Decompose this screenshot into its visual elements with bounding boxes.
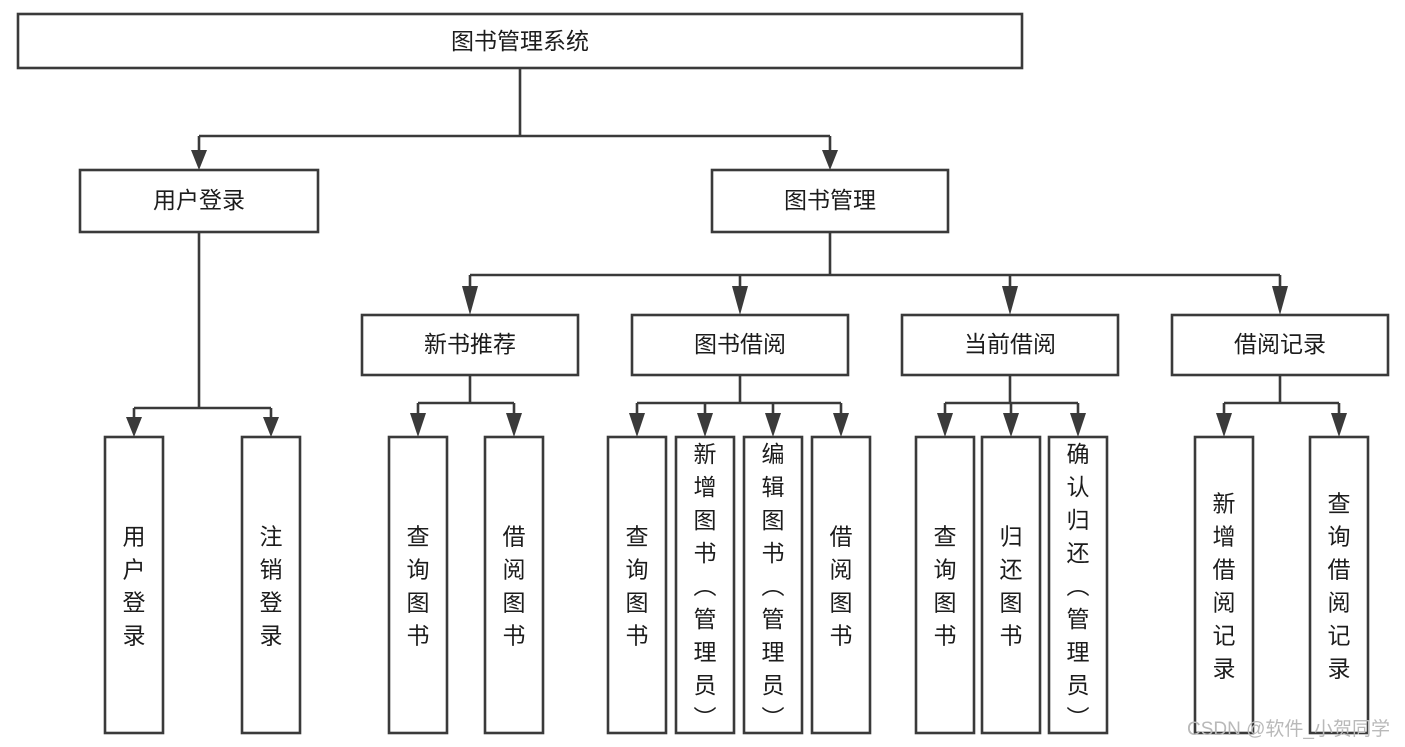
node-leaf-add-book[interactable]: 新增图书︵管理员︶ bbox=[674, 435, 736, 735]
node-user-login[interactable]: 用户登录 bbox=[78, 168, 320, 234]
node-leaf-edit-book-label: 编辑图书︵管理员︶ bbox=[762, 441, 785, 731]
node-leaf-borrow-book-1-box[interactable] bbox=[483, 435, 545, 735]
node-book-borrow-box[interactable] bbox=[630, 313, 850, 377]
node-current-borrow-label: 当前借阅 bbox=[964, 331, 1056, 357]
arrow-head-leaf-query-record bbox=[1331, 413, 1347, 437]
node-book-borrow-label: 图书借阅 bbox=[694, 331, 786, 357]
arrow-head-current-borrow bbox=[1002, 286, 1018, 315]
node-leaf-add-book-label: 新增图书︵管理员︶ bbox=[694, 441, 717, 731]
node-leaf-query-book-1-box[interactable] bbox=[387, 435, 449, 735]
node-leaf-return-book-box[interactable] bbox=[980, 435, 1042, 735]
node-leaf-borrow-book-2-label: 借阅图书 bbox=[830, 524, 853, 649]
node-leaf-confirm-return-box[interactable] bbox=[1047, 435, 1109, 735]
arrow-head-leaf-borrow-book-1 bbox=[506, 413, 522, 437]
node-new-book-recommend-label: 新书推荐 bbox=[424, 331, 516, 357]
node-user-login-box[interactable] bbox=[78, 168, 320, 234]
node-borrow-record[interactable]: 借阅记录 bbox=[1170, 313, 1390, 377]
node-leaf-query-book-3-box[interactable] bbox=[914, 435, 976, 735]
arrow-head-book-manage bbox=[822, 150, 838, 170]
node-current-borrow-box[interactable] bbox=[900, 313, 1120, 377]
arrow-head-user-login bbox=[191, 150, 207, 170]
node-leaf-query-book-1-label: 查询图书 bbox=[407, 524, 430, 649]
node-leaf-query-record-label: 查询借阅记录 bbox=[1328, 491, 1351, 682]
node-leaf-edit-book-box[interactable] bbox=[742, 435, 804, 735]
node-book-manage-box[interactable] bbox=[710, 168, 950, 234]
node-leaf-query-book-3[interactable]: 查询图书 bbox=[914, 435, 976, 735]
node-leaf-add-record-label: 新增借阅记录 bbox=[1213, 491, 1236, 682]
node-leaf-user-login[interactable]: 用户登录 bbox=[103, 435, 165, 735]
arrow-head-leaf-query-book-1 bbox=[410, 413, 426, 437]
arrow-head-borrow-record bbox=[1272, 286, 1288, 315]
node-current-borrow[interactable]: 当前借阅 bbox=[900, 313, 1120, 377]
arrow-head-book-borrow bbox=[732, 286, 748, 315]
arrow-head-leaf-query-book-2 bbox=[629, 413, 645, 437]
node-leaf-borrow-book-1[interactable]: 借阅图书 bbox=[483, 435, 545, 735]
node-new-book-recommend-box[interactable] bbox=[360, 313, 580, 377]
node-leaf-borrow-book-2-box[interactable] bbox=[810, 435, 872, 735]
node-leaf-return-book[interactable]: 归还图书 bbox=[980, 435, 1042, 735]
node-root-label: 图书管理系统 bbox=[451, 28, 589, 54]
arrow-head-leaf-add-record bbox=[1216, 413, 1232, 437]
node-new-book-recommend[interactable]: 新书推荐 bbox=[360, 313, 580, 377]
node-leaf-confirm-return-label: 确认归还︵管理员︶ bbox=[1067, 441, 1090, 731]
node-book-manage-label: 图书管理 bbox=[784, 187, 876, 213]
node-book-borrow[interactable]: 图书借阅 bbox=[630, 313, 850, 377]
node-root-box[interactable] bbox=[16, 12, 1024, 70]
node-leaf-query-book-1[interactable]: 查询图书 bbox=[387, 435, 449, 735]
arrow-head-leaf-user-login bbox=[126, 417, 142, 437]
node-user-login-label: 用户登录 bbox=[153, 187, 245, 213]
node-leaf-query-book-2-box[interactable] bbox=[606, 435, 668, 735]
node-leaf-query-record-box[interactable] bbox=[1308, 435, 1370, 735]
node-leaf-query-record[interactable]: 查询借阅记录 bbox=[1308, 435, 1370, 735]
node-leaf-add-record[interactable]: 新增借阅记录 bbox=[1193, 435, 1255, 735]
node-leaf-borrow-book-2[interactable]: 借阅图书 bbox=[810, 435, 872, 735]
node-leaf-logout-login[interactable]: 注销登录 bbox=[240, 435, 302, 735]
node-leaf-query-book-3-label: 查询图书 bbox=[934, 524, 957, 649]
node-leaf-user-login-label: 用户登录 bbox=[123, 524, 146, 649]
node-root[interactable]: 图书管理系统 bbox=[16, 12, 1024, 70]
node-leaf-query-book-2-label: 查询图书 bbox=[626, 524, 649, 649]
node-leaf-borrow-book-1-label: 借阅图书 bbox=[503, 524, 526, 649]
node-leaf-logout-login-label: 注销登录 bbox=[260, 524, 283, 649]
node-leaf-add-book-box[interactable] bbox=[674, 435, 736, 735]
connector-layer bbox=[126, 68, 1347, 437]
arrow-head-leaf-edit-book bbox=[765, 413, 781, 437]
arrow-head-leaf-logout-login bbox=[263, 417, 279, 437]
arrow-head-leaf-query-book-3 bbox=[937, 413, 953, 437]
arrow-head-leaf-return-book bbox=[1003, 413, 1019, 437]
arrow-head-new-book-recommend bbox=[462, 286, 478, 315]
arrow-head-leaf-borrow-book-2 bbox=[833, 413, 849, 437]
node-leaf-add-record-box[interactable] bbox=[1193, 435, 1255, 735]
node-borrow-record-box[interactable] bbox=[1170, 313, 1390, 377]
node-leaf-user-login-box[interactable] bbox=[103, 435, 165, 735]
arrow-head-leaf-add-book bbox=[697, 413, 713, 437]
node-leaf-return-book-label: 归还图书 bbox=[1000, 524, 1023, 649]
node-leaf-edit-book[interactable]: 编辑图书︵管理员︶ bbox=[742, 435, 804, 735]
arrow-head-leaf-confirm-return bbox=[1070, 413, 1086, 437]
node-leaf-confirm-return[interactable]: 确认归还︵管理员︶ bbox=[1047, 435, 1109, 735]
csdn-watermark: CSDN @软件_小贺同学 bbox=[1187, 718, 1390, 740]
node-leaf-logout-login-box[interactable] bbox=[240, 435, 302, 735]
node-leaf-query-book-2[interactable]: 查询图书 bbox=[606, 435, 668, 735]
node-borrow-record-label: 借阅记录 bbox=[1234, 331, 1326, 357]
node-book-manage[interactable]: 图书管理 bbox=[710, 168, 950, 234]
